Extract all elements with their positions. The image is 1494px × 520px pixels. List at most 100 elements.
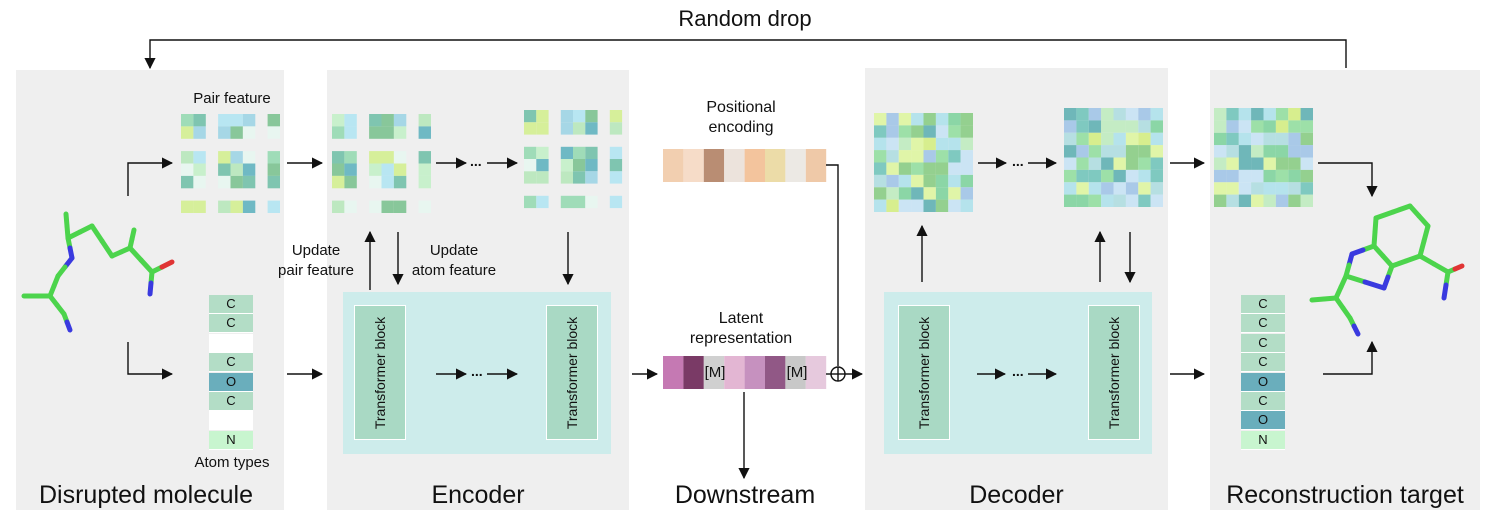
grid-cell [898,137,912,151]
grid-cell [1275,108,1289,121]
grid-cell [1275,120,1289,133]
grid-cell [1138,157,1151,170]
grid-cell [1214,182,1227,195]
grid-cell [1101,120,1114,133]
grid-cell [560,159,574,172]
grid-cell [1150,157,1163,170]
grid-cell [1113,182,1126,195]
grid-cell [923,125,936,138]
grid-cell [1251,132,1264,146]
disrupted-atom: C [209,314,253,334]
grid-cell [1125,169,1139,183]
disrupted-atom [209,333,253,353]
grid-cell [369,114,382,127]
grid-cell [874,187,887,200]
grid-cell [230,175,243,189]
grid-cell [1138,182,1151,195]
bond [1441,282,1449,301]
target-atom: C [1241,392,1285,411]
bond [99,238,115,259]
grid-cell [418,175,431,189]
target-atom: C [1241,314,1285,334]
grid-cell [381,114,394,127]
target-atom: O [1241,411,1285,431]
latent-representation-label: Latent representation [689,310,793,347]
grid-cell [381,151,394,164]
bond [1362,279,1387,291]
latent-representation-cell [805,356,827,389]
arrow-to-atom-types [127,342,174,380]
grid-cell [1251,145,1264,158]
random-drop-label: Random drop [678,6,812,31]
grid-cell [935,174,949,188]
grid-cell [418,151,431,164]
grid-cell [536,110,549,123]
grid-cell [1113,169,1126,183]
grid-cell [1088,157,1102,170]
grid-cell [1101,182,1114,195]
grid-cell [230,126,243,139]
positional-encoding-cell [683,149,704,182]
grid-cell [267,200,280,213]
grid-cell [1238,194,1252,207]
grid-cell [1275,145,1289,158]
pair-feature-grid-decoder-1 [874,113,973,212]
grid-cell [923,150,936,163]
grid-cell [344,151,357,164]
grid-cell [1064,108,1077,121]
grid-cell [230,163,243,176]
grid-cell [536,146,549,160]
grid-cell [923,137,936,151]
update-pair-label: Update pair feature [278,242,354,279]
grid-cell [1113,194,1126,207]
grid-cell [1214,145,1227,158]
grid-cell [1300,169,1313,183]
grid-cell [267,175,280,189]
arrow-target-atoms-to-mol [1323,340,1378,375]
grid-cell [1138,108,1151,121]
grid-cell [1076,132,1089,146]
latent-representation-cell [683,356,704,389]
grid-cell [874,125,887,138]
bond [1372,215,1379,235]
grid-cell [1275,182,1289,195]
positional-encoding-cell [663,149,684,182]
grid-cell [536,171,549,184]
disrupted-atom: N [209,430,253,450]
grid-cell [1088,194,1102,207]
grid-cell [393,200,407,213]
bond [1390,203,1413,215]
grid-cell [1101,145,1114,158]
grid-cell [886,187,899,200]
grid-cell [1150,145,1163,158]
grid-cell [560,122,574,135]
grid-cell [393,175,407,189]
grid-cell [1238,120,1252,133]
ellipsis-encoder-grid: ... [470,153,482,169]
bond [1452,263,1465,272]
bond [1417,238,1427,259]
grid-cell [1300,145,1313,158]
grid-cell [193,114,206,127]
latent-representation-cell [785,356,806,389]
grid-cell [181,175,194,189]
grid-cell [609,110,623,123]
grid-cell [524,159,537,172]
grid-cell [886,199,899,212]
positional-encoding-cell [765,149,786,182]
bond [63,211,70,229]
grid-cell [1150,120,1163,133]
grid-cell [242,163,256,176]
positional-encoding-cell [744,149,765,182]
grid-cell [1125,145,1139,158]
grid-cell [1113,157,1126,170]
grid-cell [898,162,912,175]
grid-cell [911,199,924,212]
grid-cell [935,187,949,200]
target-atom: N [1241,430,1285,450]
grid-cell [609,122,623,135]
disrupted-atom: C [209,295,253,314]
grid-cell [418,114,431,127]
grid-cell [1226,157,1239,170]
grid-cell [911,137,924,151]
